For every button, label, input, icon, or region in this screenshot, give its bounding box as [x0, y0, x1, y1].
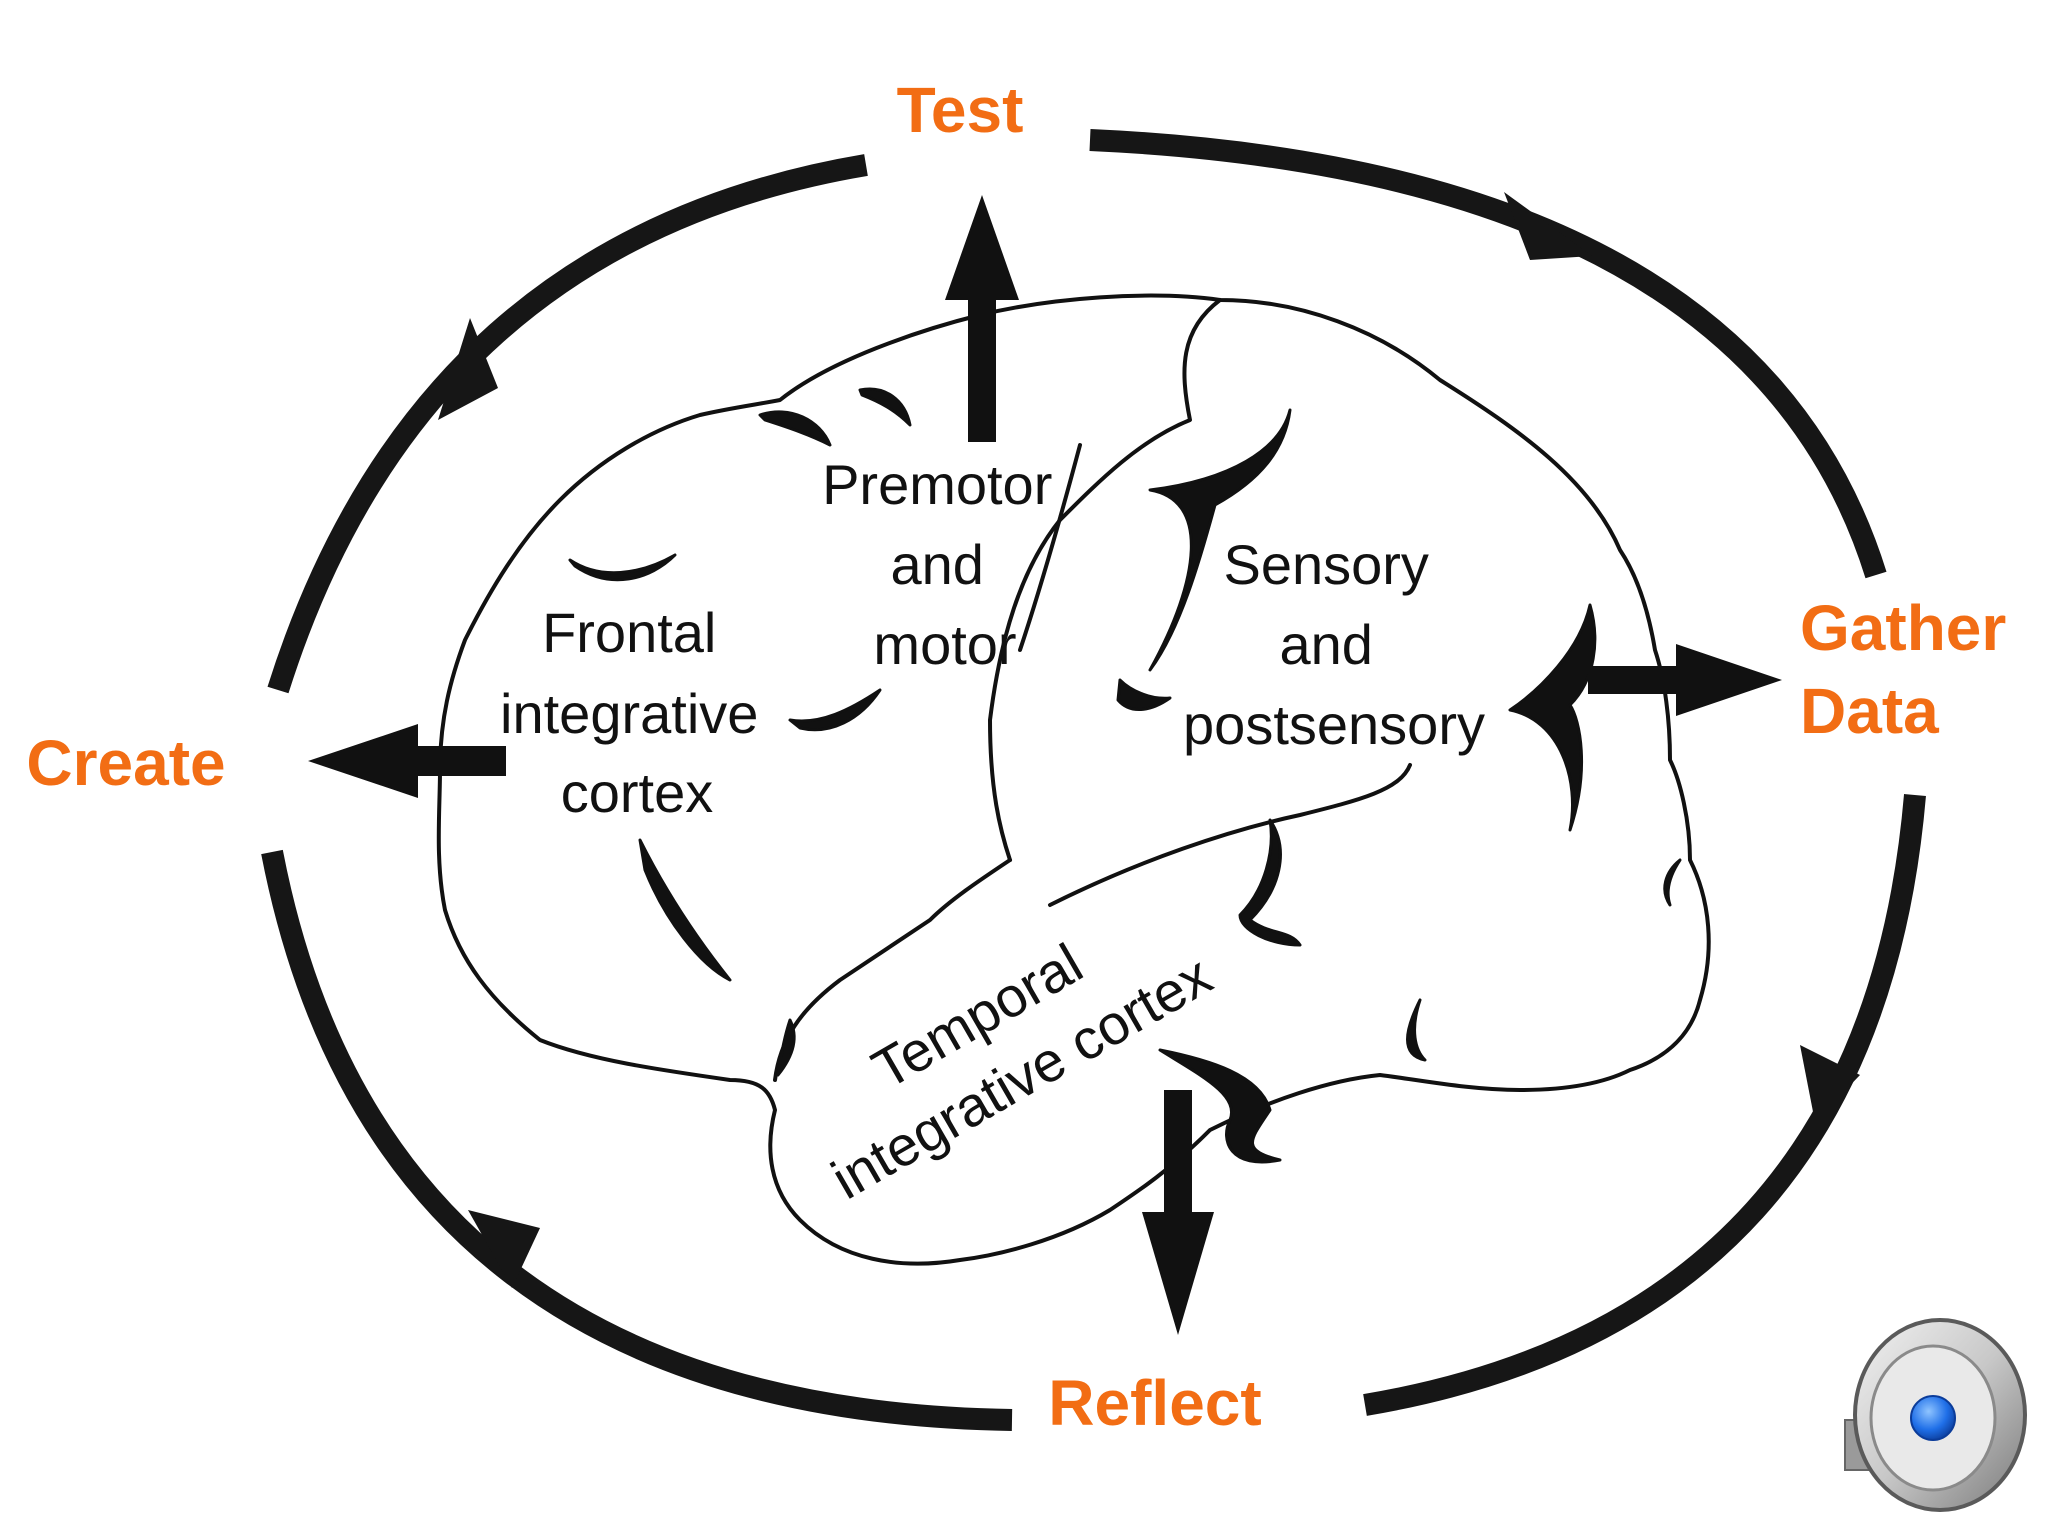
arrowhead-bottom-right: [1800, 1045, 1860, 1122]
sulcus-occipital-1: [1508, 603, 1597, 832]
arrowhead-up-left: [438, 318, 498, 420]
premotor-label: Premotor and motor: [822, 453, 1068, 676]
speaker-icon[interactable]: [1844, 1318, 2027, 1512]
cycle-arc-top-left: [267, 154, 868, 694]
label-create: Create: [26, 727, 225, 799]
sulcus-temporal-3: [1406, 998, 1427, 1062]
arrow-to-test: [945, 195, 1019, 442]
sulcus-temporal-4: [776, 1018, 796, 1077]
arrow-to-reflect: [1142, 1090, 1214, 1335]
arrowhead-top-right: [1504, 192, 1592, 260]
sulcus-parietal-1: [1148, 408, 1292, 672]
sulcus-frontal-1: [568, 553, 677, 582]
label-test: Test: [897, 74, 1024, 146]
central-sulcus: [988, 298, 1222, 862]
cycle-arc-top-right: [1089, 129, 1887, 579]
sulcus-frontal-2: [638, 838, 732, 982]
label-reflect: Reflect: [1048, 1367, 1261, 1439]
arrow-to-create: [308, 724, 506, 798]
sulcus-temporal-2: [1158, 1048, 1282, 1164]
sulcus-frontal-3: [788, 688, 882, 732]
arrowhead-bottom-left: [468, 1210, 540, 1288]
arrow-to-gather: [1588, 644, 1782, 716]
cycle-labels: Test Gather Data Reflect Create: [26, 74, 2024, 1439]
temporal-label: Temporal integrative cortex: [784, 878, 1222, 1211]
cycle-arc-bottom-right: [1363, 794, 1926, 1416]
sulcus-top-1: [758, 410, 832, 447]
cycle-arrowheads: [438, 192, 1860, 1288]
sylvian-fissure: [1048, 763, 1412, 907]
label-gather-data: Gather Data: [1800, 592, 2024, 747]
sulcus-top-2: [858, 387, 912, 427]
region-arrows: [308, 195, 1782, 1335]
sulcus-temporal-1: [1238, 818, 1302, 947]
frontal-label: Frontal integrative cortex: [500, 601, 774, 824]
sulcus-occipital-2: [1663, 858, 1682, 907]
premotor-boundary: [1018, 443, 1082, 652]
sulcus-parietal-2: [1116, 678, 1172, 711]
sensory-label: Sensory and postsensory: [1183, 533, 1485, 756]
brain-illustration: [436, 293, 1711, 1266]
